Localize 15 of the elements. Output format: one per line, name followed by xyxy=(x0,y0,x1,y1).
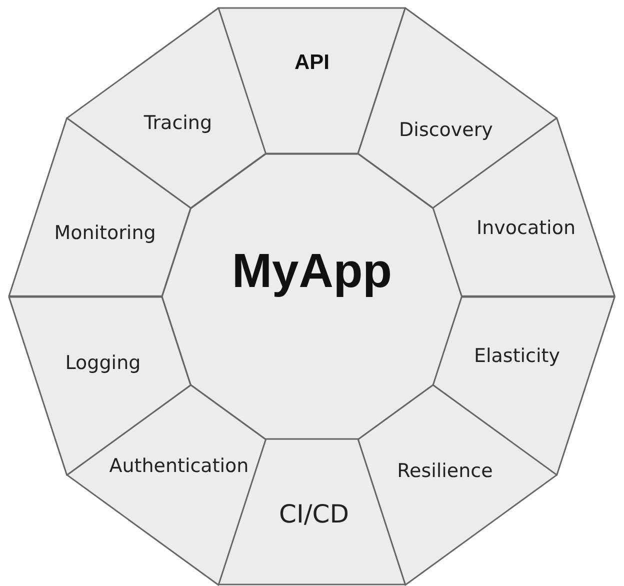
segment-label: CI/CD xyxy=(279,498,349,530)
segment-label: API xyxy=(294,50,330,76)
decagon-segment xyxy=(357,7,558,210)
segment-label: Tracing xyxy=(144,112,212,136)
center-label: MyApp xyxy=(232,244,392,300)
decagon-segment xyxy=(66,7,267,210)
segment-label: Monitoring xyxy=(54,222,156,246)
decagon-segment xyxy=(357,384,558,586)
segment-label: Logging xyxy=(65,352,141,376)
segment-label: Elasticity xyxy=(474,345,560,369)
segment-label: Discovery xyxy=(399,119,493,143)
segment-label: Authentication xyxy=(109,455,249,479)
decagon-segment xyxy=(66,384,267,586)
segment-label: Invocation xyxy=(476,217,576,241)
segment-label: Resilience xyxy=(397,460,493,484)
